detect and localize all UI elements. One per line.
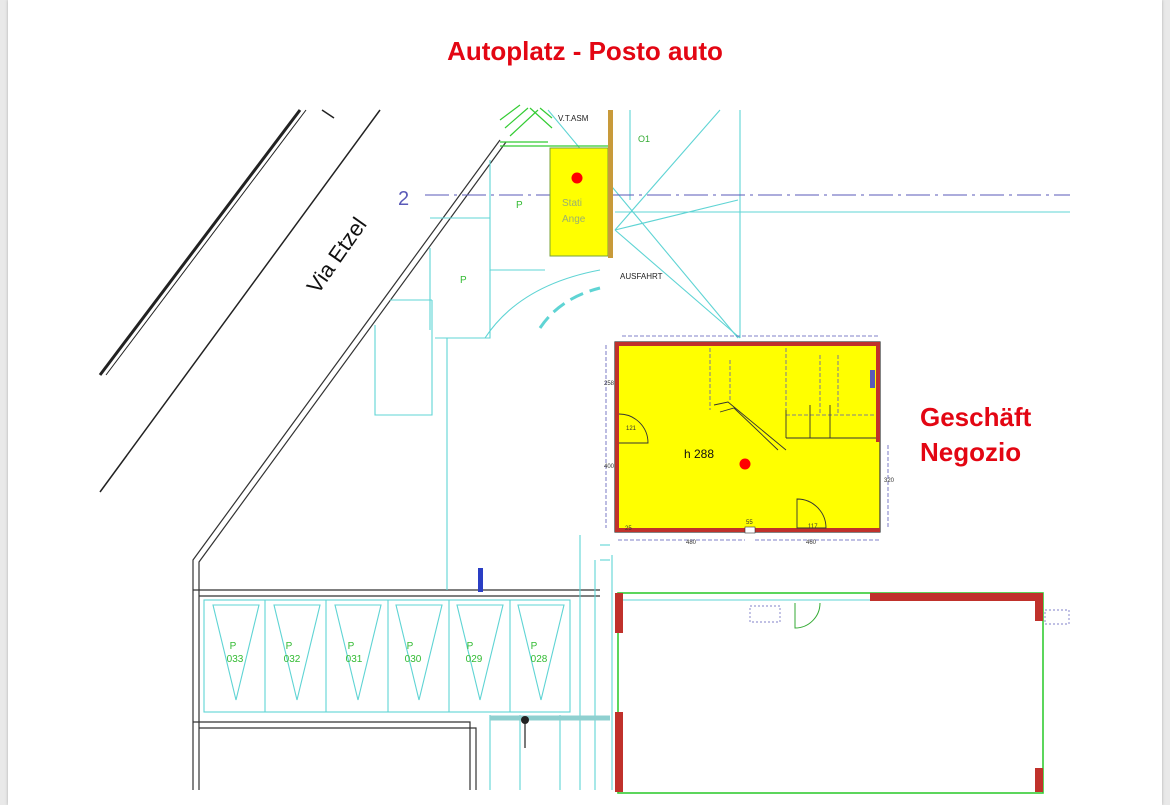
parking-space-number: 030 <box>405 654 422 665</box>
ausfahrt-label: AUSFAHRT <box>620 272 663 281</box>
p-label-lower: P <box>460 275 467 286</box>
dim-117: 117 <box>808 524 818 530</box>
lower-building <box>615 592 1070 794</box>
grid-axis-2: 2 <box>398 188 1070 210</box>
shop-label-it: Negozio <box>920 437 1022 467</box>
p-label-upper: P <box>516 200 523 211</box>
parking-space-number: 031 <box>346 654 363 665</box>
shop-height-label: h 288 <box>684 447 714 461</box>
shop-label-de: Geschäft <box>920 402 1032 432</box>
dim-121: 121 <box>626 426 637 432</box>
vt-asm-label: V.T.ASM <box>558 114 589 123</box>
dim-55: 55 <box>746 520 753 526</box>
fixture-symbol <box>521 716 529 748</box>
parking-space-p: P <box>467 641 474 652</box>
stair-hatch <box>499 104 608 147</box>
parking-space-p: P <box>348 641 355 652</box>
parking-space-text-2: Ange <box>562 214 586 225</box>
dim-460: 460 <box>806 540 817 546</box>
drawing-sheet <box>8 0 1162 805</box>
o1-label: O1 <box>638 134 650 144</box>
cad-linework <box>374 109 1070 790</box>
dim-320: 320 <box>884 478 895 484</box>
parking-space-p: P <box>230 641 237 652</box>
dim-25: 25 <box>625 526 632 532</box>
street-label: Via Etzel <box>302 213 372 298</box>
parking-space-number: 033 <box>227 654 244 665</box>
dim-400: 400 <box>604 464 615 470</box>
parking-space-p: P <box>531 641 538 652</box>
parking-space-p: P <box>407 641 414 652</box>
parking-wall <box>608 110 613 258</box>
plan-title: Autoplatz - Posto auto <box>447 36 723 66</box>
parking-space-number: 029 <box>466 654 483 665</box>
parking-marker-dot <box>571 172 583 184</box>
shop-marker-dot <box>739 458 751 470</box>
axis-label: 2 <box>398 188 409 210</box>
dim-258: 258 <box>604 381 615 387</box>
parking-row <box>203 568 571 713</box>
shop-unit: h 288 258 400 320 121 117 55 25 480 460 <box>604 335 895 546</box>
parking-space-p: P <box>286 641 293 652</box>
street-lines <box>98 109 381 493</box>
building-outline <box>192 139 600 790</box>
highlighted-parking-spot: Stati Ange <box>549 147 609 257</box>
parking-space-number: 028 <box>531 654 548 665</box>
dim-480: 480 <box>686 540 697 546</box>
parking-space-text-1: Stati <box>562 198 582 209</box>
parking-space-labels: P 033 P 032 P 031 P 030 P 029 P 028 <box>227 641 548 665</box>
parking-space-number: 032 <box>284 654 301 665</box>
